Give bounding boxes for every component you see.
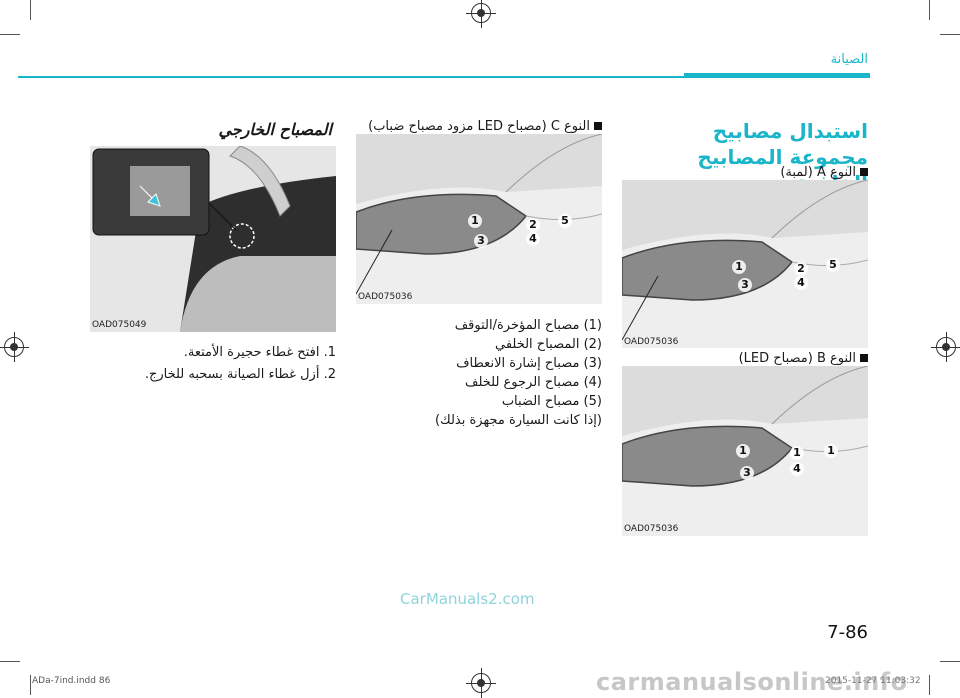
callout-label: 4 (794, 276, 808, 290)
list-item: (3) مصباح إشارة الانعطاف (456, 356, 602, 371)
callout-label: 4 (526, 232, 540, 246)
crop-mark (940, 34, 960, 35)
figure-type-b: 1 1 1 3 4 OAD075036 (622, 366, 868, 536)
crop-mark (0, 34, 20, 35)
registration-mark-icon (931, 332, 960, 362)
callout-label: 2 (794, 262, 808, 276)
figure-caption-c: النوع C (مصباح LED مزود مصباح ضباب) (368, 119, 602, 134)
step-list: 1. افتح غطاء حجيرة الأمتعة. 2. أزل غطاء … (90, 345, 336, 395)
callout-label: 4 (790, 462, 804, 476)
watermark[interactable]: CarManuals2.com (400, 590, 535, 608)
square-bullet-icon (860, 168, 868, 176)
header-rule (18, 76, 870, 78)
footer-file: ADa-7ind.indd 86 (32, 676, 111, 686)
list-item: (5) مصباح الضباب (501, 394, 602, 409)
callout-label: 2 (526, 218, 540, 232)
trunk-illustration (90, 146, 336, 332)
figure-code: OAD075036 (624, 337, 679, 347)
list-item: (إذا كانت السيارة مجهزة بذلك) (434, 413, 602, 428)
list-item: (4) مصباح الرجوع للخلف (464, 375, 602, 390)
crop-mark (30, 0, 31, 20)
callout-label: 3 (738, 278, 752, 292)
callout-label: 1 (736, 444, 750, 458)
header-rule-accent (684, 73, 870, 78)
figure-type-a: 1 2 5 3 4 OAD075036 (622, 180, 868, 348)
section-label: الصيانة (830, 52, 868, 67)
figure-trunk: OAD075049 (90, 146, 336, 332)
figure-type-c: 1 2 5 3 4 OAD075036 (356, 134, 602, 304)
crop-mark (929, 675, 930, 695)
figure-code: OAD075036 (358, 292, 413, 302)
callout-label: 3 (740, 466, 754, 480)
callout-label: 1 (732, 260, 746, 274)
callout-label: 1 (824, 444, 838, 458)
callout-label: 5 (558, 214, 572, 228)
figure-code: OAD075036 (624, 524, 679, 534)
watermark[interactable]: carmanualsonline.info (596, 668, 908, 696)
list-item: (1) مصباح المؤخرة/التوقف (454, 318, 602, 333)
callout-label: 1 (790, 446, 804, 460)
figure-code: OAD075049 (92, 320, 147, 330)
footer-date: 2015-11-27 11:03:32 (825, 676, 921, 686)
registration-mark-icon (466, 668, 496, 698)
square-bullet-icon (594, 122, 602, 130)
registration-mark-icon (466, 0, 496, 28)
crop-mark (30, 675, 31, 695)
section-title: استبدال مصابيح مجموعة المصابيح الخلفية (697, 119, 868, 195)
registration-mark-icon (0, 332, 29, 362)
list-item: (2) المصباح الخلفي (494, 337, 602, 352)
callout-label: 3 (474, 234, 488, 248)
square-bullet-icon (860, 354, 868, 362)
part-list: (1) مصباح المؤخرة/التوقف (2) المصباح الخ… (356, 318, 602, 438)
crop-mark (929, 0, 930, 20)
crop-mark (0, 661, 20, 662)
figure-caption-b: النوع B (مصباح LED) (739, 351, 868, 366)
figure-caption-a: النوع A (لمبة) (780, 165, 868, 180)
list-item: 1. افتح غطاء حجيرة الأمتعة. (183, 345, 336, 360)
crop-mark (940, 661, 960, 662)
page-number: 7-86 (827, 622, 868, 643)
list-item: 2. أزل غطاء الصيانة بسحبه للخارج. (144, 367, 336, 382)
callout-label: 5 (826, 258, 840, 272)
section-title: المصباح الخارجي (218, 120, 332, 139)
callout-label: 1 (468, 214, 482, 228)
